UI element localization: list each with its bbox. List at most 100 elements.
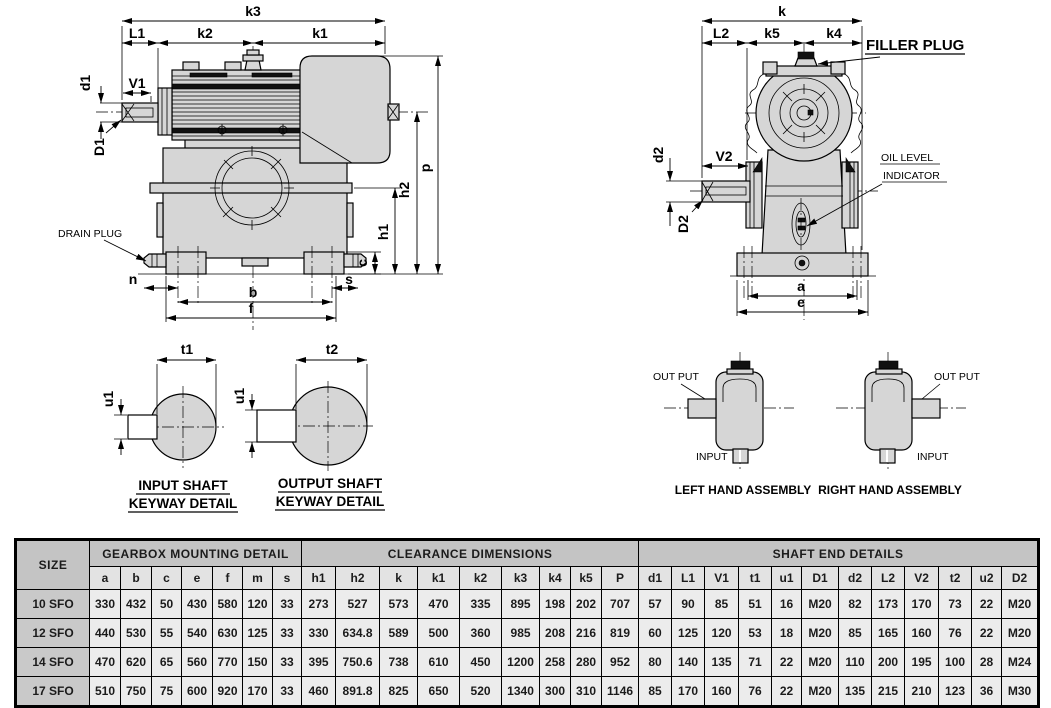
drain-plug-left xyxy=(143,253,167,268)
dim-value-cell: 120 xyxy=(704,618,740,648)
dim-label-L1: L1 xyxy=(129,25,146,41)
column-header: k3 xyxy=(501,566,541,590)
dim-value-cell: 500 xyxy=(417,618,461,648)
dim-value-cell: 819 xyxy=(601,618,640,648)
dim-value-cell: 952 xyxy=(601,647,640,677)
dim-label-D1: D1 xyxy=(91,138,107,156)
dim-value-cell: 18 xyxy=(771,618,803,648)
dim-label-k4: k4 xyxy=(826,25,842,41)
cover-bolt xyxy=(217,124,288,136)
dim-value-cell: 22 xyxy=(971,589,1003,619)
column-header: P xyxy=(601,566,640,590)
foot-right xyxy=(303,251,345,275)
column-header: D1 xyxy=(801,566,840,590)
dim-value-cell: 430 xyxy=(181,589,213,619)
dim-value-cell: 73 xyxy=(938,589,973,619)
column-header: V2 xyxy=(904,566,940,590)
dim-value-cell: 210 xyxy=(904,676,940,707)
column-header: c xyxy=(151,566,182,590)
dim-value-cell: 707 xyxy=(601,589,640,619)
dim-label-D2: D2 xyxy=(675,215,691,233)
assembly-output-shaft xyxy=(687,398,717,419)
dim-value-cell: M20 xyxy=(801,647,840,677)
dim-value-cell: 560 xyxy=(181,647,213,677)
dim-value-cell: 90 xyxy=(671,589,706,619)
left-hand-assembly: OUT PUT INPUT LEFT HAND ASSEMBLY xyxy=(653,352,811,497)
dim-label-k2: k2 xyxy=(197,25,213,41)
dim-value-cell: 738 xyxy=(379,647,419,677)
dim-value-cell: 33 xyxy=(271,589,303,619)
dim-label-a: a xyxy=(797,278,805,294)
dim-value-cell: 750.6 xyxy=(335,647,381,677)
dim-label-p: p xyxy=(417,164,433,173)
dim-value-cell: 85 xyxy=(704,589,740,619)
dim-value-cell: 610 xyxy=(417,647,461,677)
dim-value-cell: 51 xyxy=(738,589,773,619)
dim-value-cell: 125 xyxy=(671,618,706,648)
dim-value-cell: 33 xyxy=(271,676,303,707)
dim-value-cell: M20 xyxy=(801,676,840,707)
row-size-label: 14 SFO xyxy=(15,647,90,677)
dim-label-t2: t2 xyxy=(326,341,339,357)
dim-value-cell: 825 xyxy=(379,676,419,707)
input-label-right: INPUT xyxy=(917,451,949,463)
dim-value-cell: 335 xyxy=(459,589,503,619)
dim-label-s: s xyxy=(345,271,353,287)
column-header: b xyxy=(120,566,152,590)
dim-value-cell: M20 xyxy=(1001,589,1040,619)
column-header: d1 xyxy=(638,566,673,590)
column-header: k xyxy=(379,566,419,590)
filler-plug-label: FILLER PLUG xyxy=(866,37,964,54)
dim-value-cell: 50 xyxy=(151,589,182,619)
dim-label-f: f xyxy=(249,300,254,316)
dim-value-cell: 135 xyxy=(838,676,873,707)
column-header: t1 xyxy=(738,566,773,590)
output-bore-inner xyxy=(221,157,283,219)
gearbox-dimension-drawings: k3 L1 k2 k1 V1 d1 D1 h1 h2 p c n s b xyxy=(58,3,980,513)
dim-value-cell: 65 xyxy=(151,647,182,677)
housing-main xyxy=(162,147,348,259)
dim-value-cell: M30 xyxy=(1001,676,1040,707)
dim-label-b: b xyxy=(249,284,258,300)
row-size-label: 12 SFO xyxy=(15,618,90,648)
dim-value-cell: 33 xyxy=(271,618,303,648)
column-header: e xyxy=(181,566,213,590)
dim-value-cell: 634.8 xyxy=(335,618,381,648)
dim-value-cell: 55 xyxy=(151,618,182,648)
dim-value-cell: 600 xyxy=(181,676,213,707)
dim-label-k5: k5 xyxy=(764,25,780,41)
column-header: u1 xyxy=(771,566,803,590)
dim-value-cell: 440 xyxy=(89,618,121,648)
row-size-label: 10 SFO xyxy=(15,589,90,619)
output-label-right: OUT PUT xyxy=(934,371,980,383)
dim-label-u1-output: u1 xyxy=(231,388,247,405)
output-label-left: OUT PUT xyxy=(653,371,699,383)
housing-rib xyxy=(149,182,353,194)
input-keyway-caption-line1: INPUT SHAFT xyxy=(138,478,228,493)
dim-value-cell: 135 xyxy=(704,647,740,677)
dim-label-V2: V2 xyxy=(715,148,732,164)
input-keyway-slot xyxy=(127,414,158,440)
dim-value-cell: 891.8 xyxy=(335,676,381,707)
dim-value-cell: 198 xyxy=(539,589,572,619)
dim-label-h1: h1 xyxy=(375,224,391,241)
dim-value-cell: 22 xyxy=(771,647,803,677)
dim-value-cell: 1200 xyxy=(501,647,541,677)
dim-value-cell: 1340 xyxy=(501,676,541,707)
dim-value-cell: 460 xyxy=(301,676,337,707)
dim-value-cell: 125 xyxy=(242,618,273,648)
group-header: SHAFT END DETAILS xyxy=(638,539,1040,567)
dim-value-cell: 173 xyxy=(871,589,906,619)
column-header: t2 xyxy=(938,566,973,590)
dim-value-cell: 895 xyxy=(501,589,541,619)
pedestal xyxy=(761,149,847,256)
dim-label-t1: t1 xyxy=(181,341,194,357)
dim-value-cell: 170 xyxy=(671,676,706,707)
column-header: L1 xyxy=(671,566,706,590)
dim-label-d2: d2 xyxy=(650,147,666,164)
dim-value-cell: 140 xyxy=(671,647,706,677)
dim-value-cell: 110 xyxy=(838,647,873,677)
dim-value-cell: 470 xyxy=(89,647,121,677)
dim-label-L2: L2 xyxy=(713,25,730,41)
group-header: GEARBOX MOUNTING DETAIL xyxy=(88,539,303,567)
